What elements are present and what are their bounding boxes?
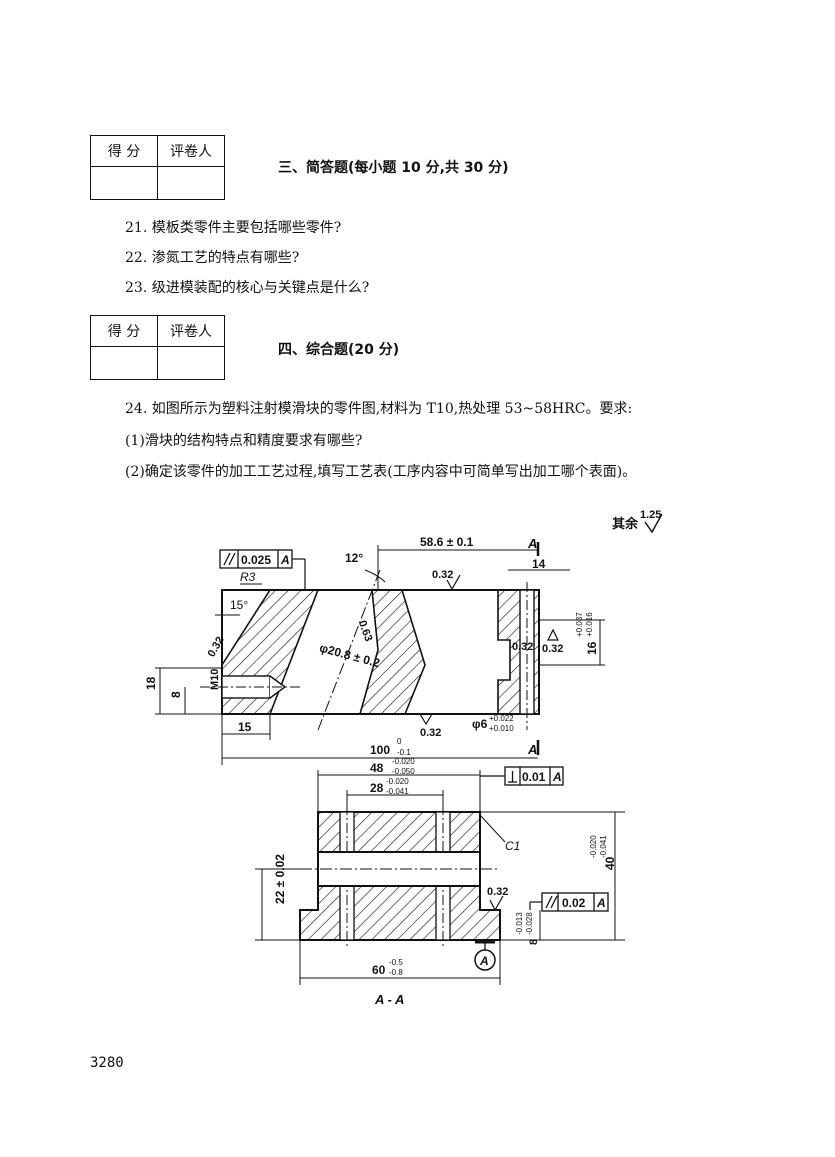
slider-part-drawing: 其余 1.25 0.025 A R3 12° — [144, 509, 663, 1007]
parallel-icon — [223, 552, 236, 566]
dim-60-tol-dn: -0.8 — [389, 968, 403, 977]
dia-6: φ6 — [472, 717, 488, 731]
roughness-063: 0.63 — [356, 619, 375, 643]
dim-48-tol-dn: -0.050 — [392, 767, 415, 776]
dim-60: 60 — [372, 963, 386, 977]
datum-a-circle — [474, 949, 496, 971]
roughness-bottom: 0.32 — [420, 727, 441, 739]
dim-8b-tol-up: -0.013 — [515, 912, 524, 935]
section3-title: 三、简答题(每小题 10 分,共 30 分) — [278, 160, 509, 176]
rest-roughness: 1.25 — [640, 509, 661, 521]
score-box-section4: 得 分 评卷人 — [90, 315, 225, 380]
dim-40-tol-dn: -0.041 — [599, 835, 608, 858]
roughness-top-icon — [446, 574, 461, 591]
roughness-section: 0.32 — [487, 886, 508, 898]
rest-label: 其余 — [612, 516, 639, 531]
parallel-tol-value: 0.025 — [241, 553, 271, 567]
question-22: 22. 渗氮工艺的特点有哪些? — [125, 250, 300, 266]
section-label: A - A — [374, 992, 404, 1007]
grader-label: 评卷人 — [157, 135, 225, 167]
dim-60-tol-up: -0.5 — [389, 958, 403, 967]
question-24-sub2: (2)确定该零件的加工工艺过程,填写工艺表(工序内容中可简单写出加工哪个表面)。 — [125, 464, 637, 480]
score-label: 得 分 — [90, 135, 158, 167]
dim-14: 14 — [532, 557, 546, 571]
angle-12-label: 12° — [345, 551, 363, 565]
dia-20-8: φ20.8 ± 0.2 — [318, 641, 382, 671]
r3-label: R3 — [240, 570, 256, 584]
score-cell — [90, 346, 158, 380]
dim-28: 28 — [370, 781, 384, 795]
grader-label: 评卷人 — [157, 315, 225, 347]
dim-15: 15 — [238, 720, 252, 734]
dim-40: 40 — [603, 856, 617, 870]
dim-8b: 8 — [528, 939, 540, 945]
section4-title: 四、综合题(20 分) — [278, 342, 400, 358]
dim-22: 22 ± 0.02 — [273, 854, 287, 904]
dim-100-tol-dn: -0.1 — [397, 748, 411, 757]
dim-48: 48 — [370, 761, 384, 775]
score-cell — [90, 166, 158, 200]
parallel-icon-2 — [545, 895, 558, 909]
parallel-datum: A — [280, 553, 290, 567]
dia6-tol-up: +0.022 — [489, 714, 514, 723]
dim-18: 18 — [144, 676, 158, 690]
grader-cell — [157, 166, 225, 200]
section-lower — [299, 885, 501, 941]
perp-datum: A — [552, 770, 562, 784]
m10-label: M10 — [209, 669, 221, 690]
main-view: 0.025 A R3 12° 58.6 ± 0.1 A 14 0.32 15° … — [144, 535, 605, 765]
grader-cell — [157, 346, 225, 380]
section-aa-view: 48 -0.020 -0.050 0.01 A 28 -0.020 -0.041 — [255, 757, 625, 1007]
dim-58-6: 58.6 ± 0.1 — [420, 535, 474, 549]
dim-16-tol-up: +0.037 — [575, 612, 584, 637]
middle-hatch — [358, 589, 426, 715]
dim-40-tol-up: -0.020 — [589, 835, 598, 858]
roughness-symbol-icon — [644, 513, 663, 534]
roughness-right1: 0.32 — [512, 641, 533, 653]
dim-16: 16 — [585, 641, 599, 655]
dim-48-tol-up: -0.020 — [392, 757, 415, 766]
dim-8: 8 — [169, 691, 183, 698]
dim-100-tol-up: 0 — [397, 737, 402, 746]
dim-16-tol-dn: +0.016 — [585, 612, 594, 637]
incline-centerline — [317, 569, 381, 731]
score-label: 得 分 — [90, 315, 158, 347]
dim-100: 100 — [370, 743, 390, 757]
question-24: 24. 如图所示为塑料注射模滑块的零件图,材料为 T10,热处理 53~58HR… — [125, 401, 633, 417]
dim-28-tol-dn: -0.041 — [386, 787, 409, 796]
perp-tol-value: 0.01 — [522, 770, 546, 784]
angle-15-label: 15° — [230, 598, 248, 612]
score-box-section3: 得 分 评卷人 — [90, 135, 225, 200]
section-mark-bottom: A — [527, 742, 537, 757]
dim-8b-tol-dn: -0.028 — [525, 912, 534, 935]
dim-28-tol-up: -0.020 — [386, 777, 409, 786]
parallel-datum-2: A — [596, 896, 606, 910]
question-21: 21. 模板类零件主要包括哪些零件? — [125, 220, 342, 236]
question-24-sub1: (1)滑块的结构特点和精度要求有哪些? — [125, 433, 363, 449]
parallel-tol-value-2: 0.02 — [562, 896, 586, 910]
roughness-top: 0.32 — [432, 569, 453, 581]
roughness-right2: 0.32 — [542, 643, 563, 655]
datum-a-letter: A — [479, 954, 489, 968]
angle-12-arc — [364, 569, 386, 583]
question-23: 23. 级进模装配的核心与关键点是什么? — [125, 280, 370, 296]
page-number: 3280 — [90, 1055, 124, 1071]
perpendicular-icon — [508, 771, 517, 783]
section-mark-top: A — [527, 536, 537, 551]
c1-label: C1 — [505, 839, 520, 853]
dia6-tol-dn: +0.010 — [489, 724, 514, 733]
roughness-left: 0.32 — [206, 635, 227, 660]
